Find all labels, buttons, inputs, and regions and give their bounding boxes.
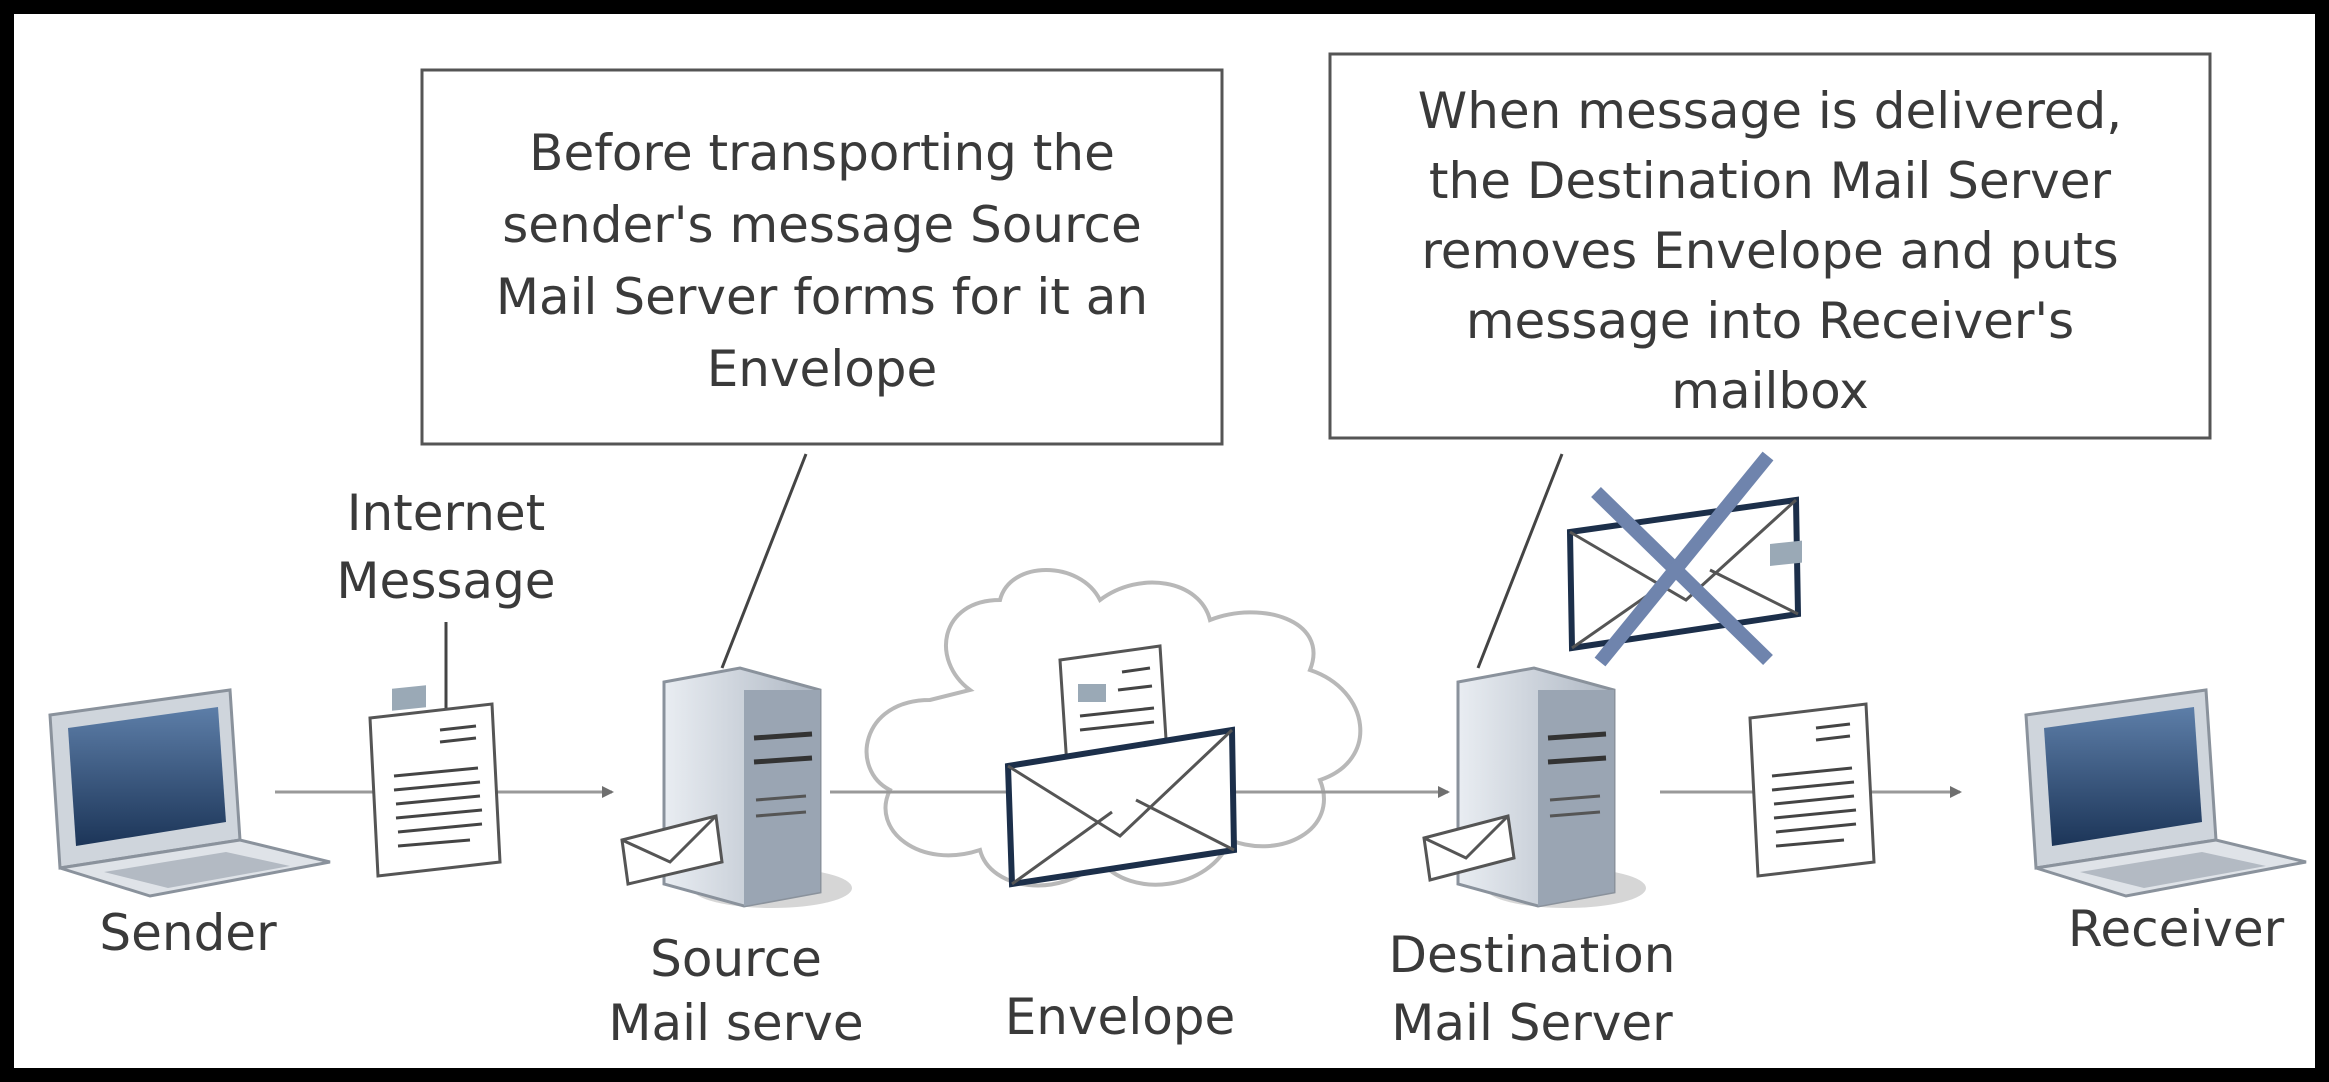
source-server-label: Source bbox=[650, 930, 822, 988]
cross-icon bbox=[1594, 451, 1774, 667]
destination-server-label: Mail Server bbox=[1391, 994, 1673, 1052]
source-server-icon bbox=[620, 666, 852, 908]
source-callout-line: sender's message Source bbox=[502, 196, 1142, 254]
sender-label: Sender bbox=[99, 904, 277, 962]
cross-icon bbox=[1591, 486, 1773, 666]
envelope-label: Envelope bbox=[1005, 988, 1236, 1046]
destination-leader-line bbox=[1476, 453, 1564, 669]
destination-server-label: Destination bbox=[1389, 926, 1676, 984]
source-leader-line bbox=[720, 453, 808, 669]
source-server-label: Mail serve bbox=[608, 994, 863, 1052]
destination-callout-line: mailbox bbox=[1671, 362, 1869, 420]
envelope-with-message-icon bbox=[1004, 644, 1238, 888]
source-callout: Before transporting the sender's message… bbox=[420, 68, 1224, 446]
destination-callout-line: When message is delivered, bbox=[1418, 82, 2122, 140]
internet-message-document-icon bbox=[368, 685, 502, 878]
destination-callout-line: removes Envelope and puts bbox=[1421, 222, 2118, 280]
receiver-laptop-icon bbox=[2024, 688, 2307, 898]
sender-laptop-icon bbox=[48, 688, 331, 898]
removed-envelope-icon bbox=[1566, 451, 1802, 667]
destination-server-icon bbox=[1422, 666, 1646, 908]
destination-callout-line: message into Receiver's bbox=[1466, 292, 2074, 350]
internet-message-label: Internet bbox=[347, 484, 546, 542]
receiver-label: Receiver bbox=[2068, 900, 2285, 958]
internet-message-label: Message bbox=[336, 552, 555, 610]
source-callout-line: Envelope bbox=[707, 340, 938, 398]
source-callout-line: Before transporting the bbox=[529, 124, 1115, 182]
destination-callout: When message is delivered, the Destinati… bbox=[1328, 52, 2212, 440]
delivered-message-document-icon bbox=[1748, 540, 1876, 878]
source-callout-line: Mail Server forms for it an bbox=[496, 268, 1148, 326]
destination-callout-line: the Destination Mail Server bbox=[1429, 152, 2112, 210]
